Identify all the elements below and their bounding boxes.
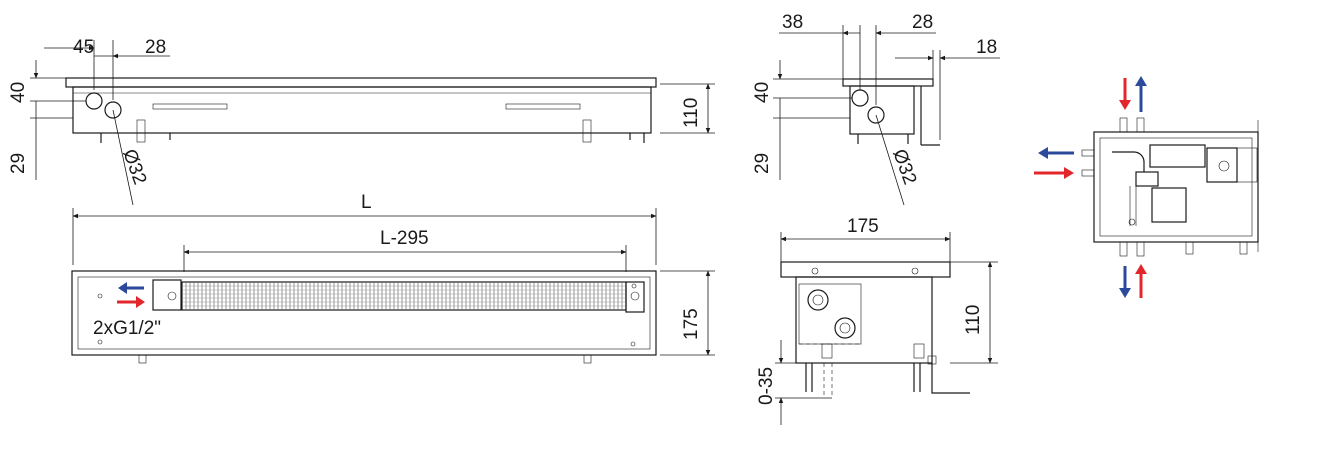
dim-d32: Ø32 [118, 147, 150, 188]
dim-28-end: 28 [912, 12, 933, 33]
dim-29-end: 29 [752, 153, 773, 174]
end-view: 38 28 18 40 29 Ø32 [752, 12, 1000, 206]
side-view: 45 28 40 29 110 Ø32 [8, 37, 715, 206]
heat-exchanger-fins [182, 283, 626, 309]
top-view: 2xG1/2" 175 [71, 270, 715, 364]
dim-110: 110 [681, 98, 702, 128]
dim-110-sec: 110 [963, 305, 984, 335]
dim-0-35: 0-35 [756, 367, 777, 405]
detail-view [1034, 76, 1259, 298]
section-view: 175 110 0-35 [756, 216, 998, 425]
dim-175-sec: 175 [847, 216, 879, 237]
dim-29: 29 [8, 153, 29, 174]
dim-45: 45 [73, 37, 94, 58]
dim-40-end: 40 [752, 82, 773, 103]
length-dimensions: L L-295 [72, 192, 657, 272]
connection-label: 2xG1/2" [93, 318, 161, 339]
dim-d32-end: Ø32 [888, 147, 920, 188]
dim-40: 40 [8, 82, 29, 103]
dim-18: 18 [976, 37, 997, 58]
dim-175: 175 [681, 308, 702, 340]
dim-L: L [361, 192, 372, 213]
dim-L-295: L-295 [380, 228, 429, 249]
dim-28: 28 [145, 37, 166, 58]
dim-38: 38 [782, 12, 803, 33]
